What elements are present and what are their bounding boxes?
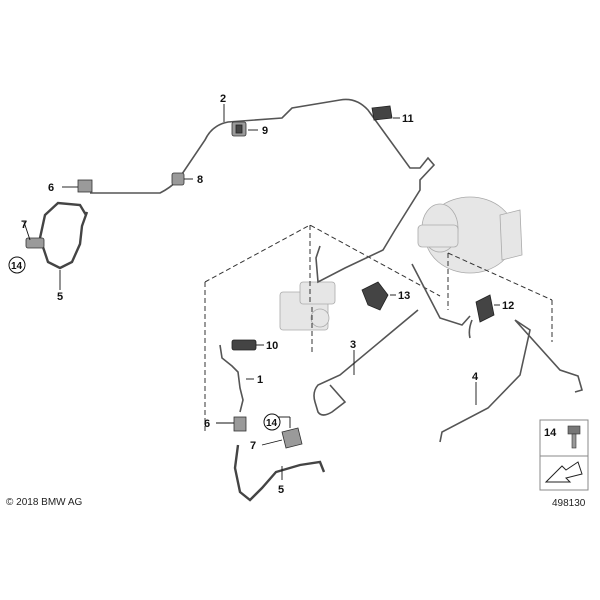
label-11: 11 xyxy=(402,113,414,125)
pad-11 xyxy=(371,105,393,121)
label-5-upper: 5 xyxy=(57,291,63,303)
legend-number: 14 xyxy=(544,427,557,439)
label-8: 8 xyxy=(197,174,203,186)
label-9: 9 xyxy=(262,125,268,137)
grommet-10 xyxy=(231,339,257,351)
label-2: 2 xyxy=(220,93,226,105)
label-7-upper: 7 xyxy=(21,219,27,231)
label-14-upper: 14 xyxy=(8,256,26,274)
bracket-13 xyxy=(361,281,389,311)
label-3: 3 xyxy=(350,339,356,351)
svg-text:14: 14 xyxy=(11,261,23,272)
svg-text:14: 14 xyxy=(266,418,278,429)
label-6-lower: 6 xyxy=(204,418,210,430)
brake-hose-5-lower xyxy=(233,444,326,502)
label-10: 10 xyxy=(266,340,278,352)
sensor-7-upper xyxy=(25,237,45,249)
label-6-upper: 6 xyxy=(48,182,54,194)
label-5-lower: 5 xyxy=(278,484,284,496)
bracket-6-upper xyxy=(77,179,93,193)
label-1: 1 xyxy=(257,374,263,386)
brake-hose-5-upper xyxy=(38,201,89,270)
label-13: 13 xyxy=(398,290,410,302)
label-12: 12 xyxy=(502,300,514,312)
bracket-6-lower xyxy=(233,416,247,432)
connection-dashes xyxy=(204,224,553,432)
brake-booster xyxy=(417,196,523,274)
label-7-lower: 7 xyxy=(250,440,256,452)
brake-line-1 xyxy=(219,344,244,413)
label-14-lower: 14 xyxy=(263,413,281,431)
brake-line-4 xyxy=(411,263,583,443)
copyright-text: © 2018 BMW AG xyxy=(6,497,83,508)
leader-lines xyxy=(23,104,500,480)
bracket-7-lower xyxy=(281,427,303,449)
arrow-icon xyxy=(544,461,583,483)
clip-9 xyxy=(231,121,247,137)
label-4: 4 xyxy=(472,371,479,383)
abs-unit xyxy=(279,281,336,331)
image-number: 498130 xyxy=(552,498,586,509)
legend-box: 14 xyxy=(539,419,589,491)
brake-line-3 xyxy=(313,309,419,416)
bolt-icon xyxy=(567,425,581,449)
holder-12 xyxy=(475,294,495,323)
clip-8 xyxy=(171,172,185,186)
